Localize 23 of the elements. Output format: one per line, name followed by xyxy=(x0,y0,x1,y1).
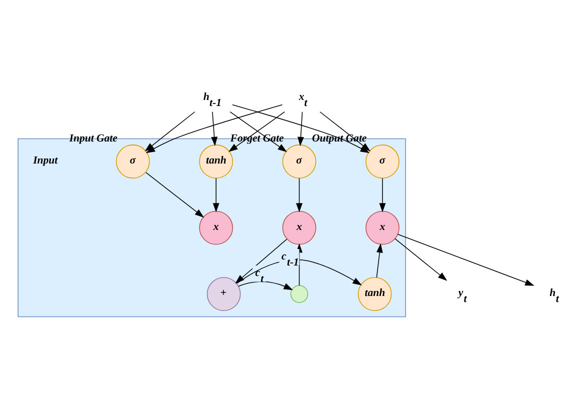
arrow xyxy=(238,281,293,290)
node-circle: tanh xyxy=(199,144,234,178)
node-circle: x xyxy=(366,210,400,245)
node-label: Input Gate xyxy=(69,132,118,144)
node-circle: σ xyxy=(282,144,316,178)
arrow xyxy=(211,111,218,146)
node-circle: tanh xyxy=(358,277,392,311)
node-circle: x xyxy=(199,210,234,245)
arrow xyxy=(145,172,204,218)
arrow xyxy=(212,178,220,212)
node-circle: σ xyxy=(366,144,400,178)
arrow xyxy=(397,234,534,286)
label: Input xyxy=(33,154,58,167)
arrow xyxy=(320,111,371,152)
node-circle: + xyxy=(206,277,241,311)
arrow xyxy=(298,111,304,146)
node-circle xyxy=(290,285,308,303)
node-circle: x xyxy=(282,210,316,245)
node-circle: σ xyxy=(116,144,150,178)
arrow xyxy=(379,178,386,212)
arrow xyxy=(376,243,383,278)
arrow xyxy=(296,178,303,212)
arrow xyxy=(394,238,448,281)
